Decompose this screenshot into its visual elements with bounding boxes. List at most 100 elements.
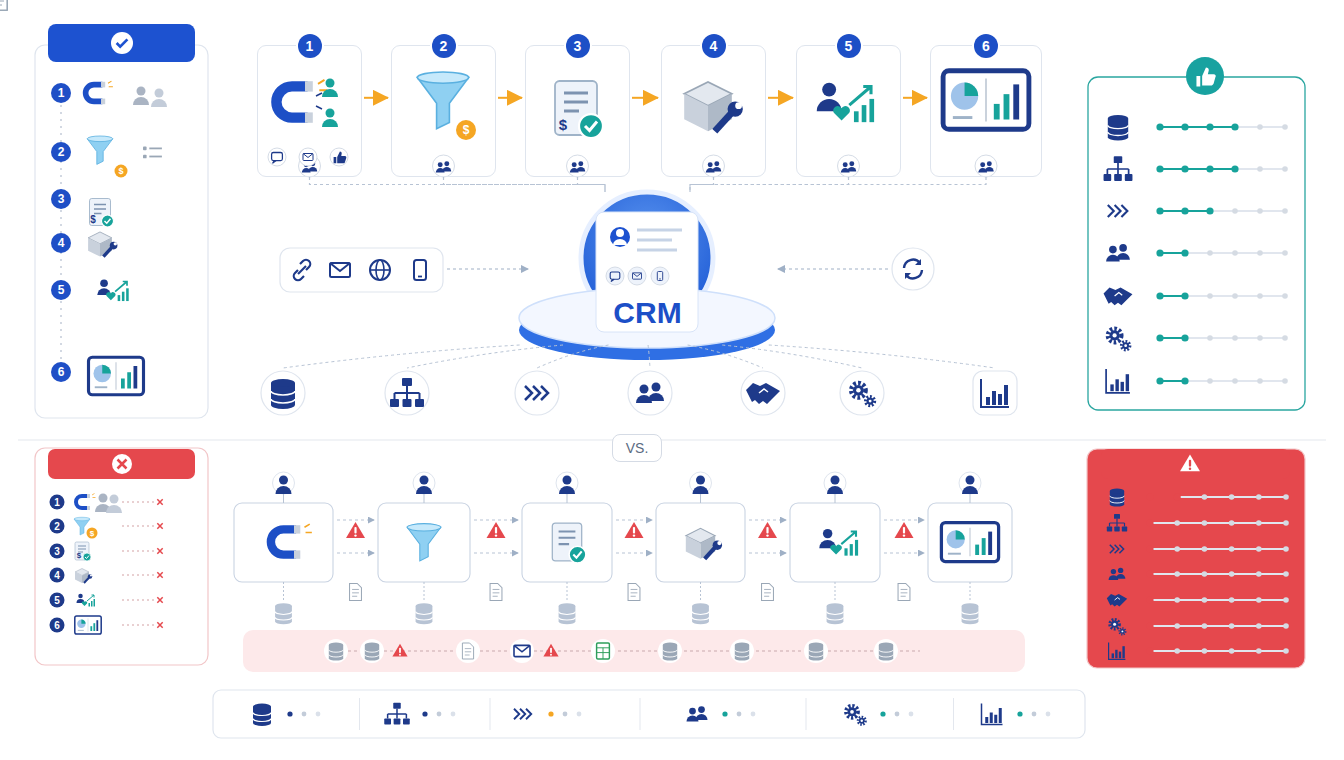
progress-fill [1160, 337, 1185, 339]
progress-dot [1156, 334, 1163, 341]
db-icon [271, 391, 295, 395]
pheart-icon [833, 106, 850, 121]
dash-icon [94, 365, 112, 383]
gears-icon [846, 706, 866, 725]
people-icon [1119, 244, 1127, 252]
disconnected-flow [283, 582, 284, 602]
box-icon [735, 102, 742, 109]
db-icon [271, 399, 295, 403]
progress-dot [1257, 250, 1263, 256]
data-silo-band [243, 630, 1025, 672]
pheart-icon [869, 99, 874, 122]
step-illustrations [326, 109, 335, 118]
warn-icon [1180, 455, 1200, 472]
progress-dot [1181, 292, 1188, 299]
magnet-icon [87, 506, 90, 510]
chart-icon [1115, 379, 1118, 391]
warn-icon [399, 648, 401, 653]
thumb-icon [334, 152, 347, 164]
input-channels [280, 248, 934, 292]
phone-icon [414, 260, 426, 280]
progress-dot [1181, 207, 1188, 214]
crm-outputs [769, 345, 995, 368]
pheart-icon [854, 111, 859, 122]
org-icon [1104, 174, 1112, 181]
progress-track [1160, 126, 1285, 128]
pheart-icon [87, 595, 94, 601]
doc-icon [552, 523, 586, 563]
warn-icon [399, 654, 401, 656]
xmark-icon [157, 622, 162, 627]
magnet-icon [271, 529, 296, 554]
chev-icon [1108, 205, 1114, 217]
team-icon [980, 162, 985, 167]
db-icon [329, 650, 343, 652]
globe-icon [370, 260, 390, 280]
file-icon [462, 643, 473, 659]
disconnected-flow [616, 553, 652, 554]
progress-track [1160, 337, 1285, 339]
warn-icon [543, 644, 558, 657]
hand-icon [1107, 594, 1127, 607]
db-icon [416, 603, 433, 609]
file-icon [0, 0, 7, 10]
db-icon [1110, 501, 1124, 503]
channel-badge [299, 148, 317, 166]
step-illustrations [326, 79, 335, 88]
progress-dot [1206, 123, 1213, 130]
channel-badge [330, 148, 348, 166]
progress-fill [1160, 380, 1185, 382]
progress-dot [1174, 623, 1180, 629]
phone-icon [657, 272, 662, 281]
magnet-icon [76, 494, 96, 511]
people-icon [689, 708, 696, 715]
mail-icon [303, 154, 313, 158]
list-number: 1 [51, 83, 71, 103]
pheart-icon [855, 540, 858, 556]
people-icon [1109, 568, 1126, 580]
file-icon [493, 589, 500, 596]
team-badge [975, 155, 997, 177]
hand-icon [746, 383, 780, 404]
file-icon [490, 584, 502, 601]
org-icon [390, 399, 399, 407]
gears-icon [858, 717, 866, 725]
step-number: 5 [837, 34, 861, 58]
xmark-icon [157, 523, 162, 528]
mail-icon [514, 645, 530, 651]
progress-dot [1174, 597, 1180, 603]
disconnected-flow [559, 486, 575, 494]
progress-dot [1202, 571, 1208, 577]
progress-track [1150, 573, 1286, 575]
people-icon [687, 716, 699, 722]
box-icon [114, 242, 117, 245]
warn-icon [766, 527, 768, 534]
good-panel-left [137, 87, 146, 96]
file-icon [0, 0, 7, 10]
dash-icon [948, 553, 961, 555]
pheart-icon [126, 288, 129, 301]
globe-icon [370, 269, 390, 271]
dash-icon [953, 116, 973, 119]
people-icon [1109, 575, 1119, 580]
dash-icon [943, 71, 1029, 130]
gears-icon [846, 706, 858, 718]
xmark-icon [157, 597, 162, 602]
good-scores-panel [1186, 57, 1224, 95]
crm-hub [613, 239, 627, 245]
pheart-icon [100, 279, 108, 287]
gears-icon [851, 383, 874, 406]
progress-dot [1156, 249, 1163, 256]
list-number: 3 [50, 544, 65, 559]
stage-box: 4 [661, 45, 766, 177]
warn-icon [625, 522, 644, 538]
db-icon [1108, 115, 1128, 122]
db-icon [559, 603, 576, 624]
progress-dot [1232, 208, 1238, 214]
warn-icon [895, 522, 914, 538]
dash-icon [95, 386, 108, 388]
disconnected-flow [416, 486, 432, 494]
db-icon [416, 617, 433, 620]
summary-strip [490, 698, 491, 730]
